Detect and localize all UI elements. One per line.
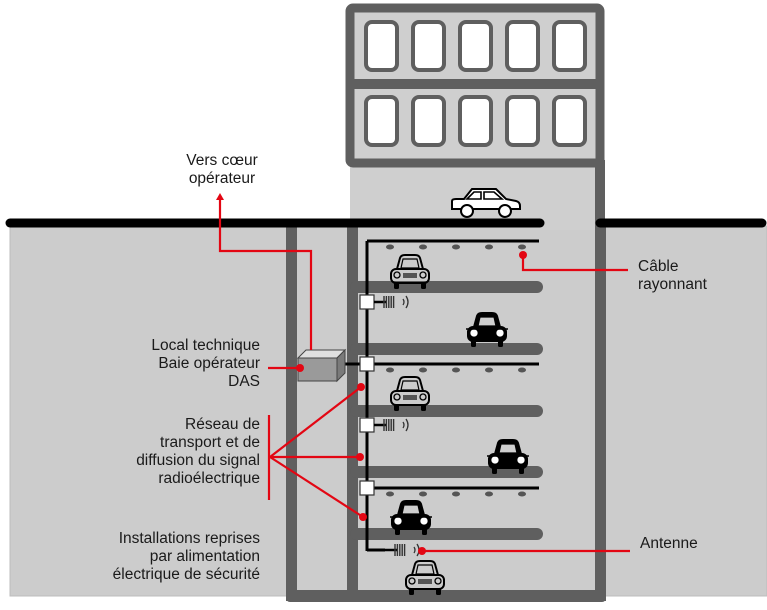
radiating-cable-slot xyxy=(452,367,460,373)
parking-slab xyxy=(350,343,543,355)
radiating-cable-slot xyxy=(419,367,427,373)
car-front-black-icon xyxy=(390,500,432,535)
antenna-icon xyxy=(374,418,409,432)
parking-slab xyxy=(350,405,543,417)
radiating-cable-slot xyxy=(518,367,526,373)
parking-slab xyxy=(350,281,543,293)
label-antenne: Antenne xyxy=(640,535,698,552)
callout-dots xyxy=(296,251,527,555)
window xyxy=(552,20,587,72)
car-front-black-icon xyxy=(466,312,508,347)
cars xyxy=(390,188,529,595)
window xyxy=(505,95,540,147)
parking-bottom-slab xyxy=(286,590,606,602)
label-installations-securite: Installations reprises par alimentation … xyxy=(112,530,260,583)
antenna-icon xyxy=(374,295,409,309)
radiating-cable-slot xyxy=(518,491,526,497)
callout-core xyxy=(218,200,313,350)
callout-network-c xyxy=(269,456,364,518)
car-front-outline-icon xyxy=(390,254,430,289)
callouts xyxy=(216,193,630,553)
label-cable-rayonnant: Câble rayonnant xyxy=(638,258,707,293)
antenna-icon xyxy=(385,543,420,557)
window xyxy=(458,95,493,147)
window xyxy=(552,95,587,147)
window xyxy=(411,20,446,72)
label-reseau-transport: Réseau de transport et de diffusion du s… xyxy=(136,416,260,487)
car-front-black-icon xyxy=(487,439,529,474)
splitter-box xyxy=(359,480,375,496)
callout-network-a xyxy=(269,386,362,458)
shaft-left-wall xyxy=(286,226,297,601)
car-front-outline-icon xyxy=(390,376,430,411)
radiating-cable-slot xyxy=(386,491,394,497)
radiating-cable-slot xyxy=(452,491,460,497)
radiating-cable-slot xyxy=(485,244,493,250)
antennas xyxy=(374,295,420,557)
radiating-cable-slot xyxy=(452,244,460,250)
window xyxy=(364,20,399,72)
window xyxy=(458,20,493,72)
radiating-cable-slot xyxy=(419,491,427,497)
radiating-cable-nodes xyxy=(386,244,526,497)
parking-right-wall xyxy=(595,226,606,601)
radiating-cable-slot xyxy=(485,491,493,497)
splitters xyxy=(359,294,375,496)
radiating-cable-slot xyxy=(419,244,427,250)
radiating-cable-slot xyxy=(518,244,526,250)
building-floor-slab xyxy=(350,79,600,89)
building-windows xyxy=(364,20,587,147)
car-front-outline-icon xyxy=(405,560,445,595)
parking-slab xyxy=(350,528,543,540)
arrow-up-icon xyxy=(216,193,224,200)
label-vers-coeur-operateur: Vers cœur opérateur xyxy=(186,152,258,187)
radiating-cable-slot xyxy=(485,367,493,373)
car-side-icon xyxy=(451,188,521,218)
radiating-cable-slot xyxy=(386,367,394,373)
splitter-box xyxy=(359,417,375,433)
splitter-box xyxy=(359,356,375,372)
radiating-cable-slot xyxy=(386,244,394,250)
window xyxy=(364,95,399,147)
window xyxy=(411,95,446,147)
label-local-technique: Local technique Baie opérateur DAS xyxy=(151,337,260,390)
splitter-box xyxy=(359,294,375,310)
das-rack-box xyxy=(296,348,347,383)
building-right-wall xyxy=(595,160,605,230)
window xyxy=(505,20,540,72)
callout-cable xyxy=(521,255,628,272)
